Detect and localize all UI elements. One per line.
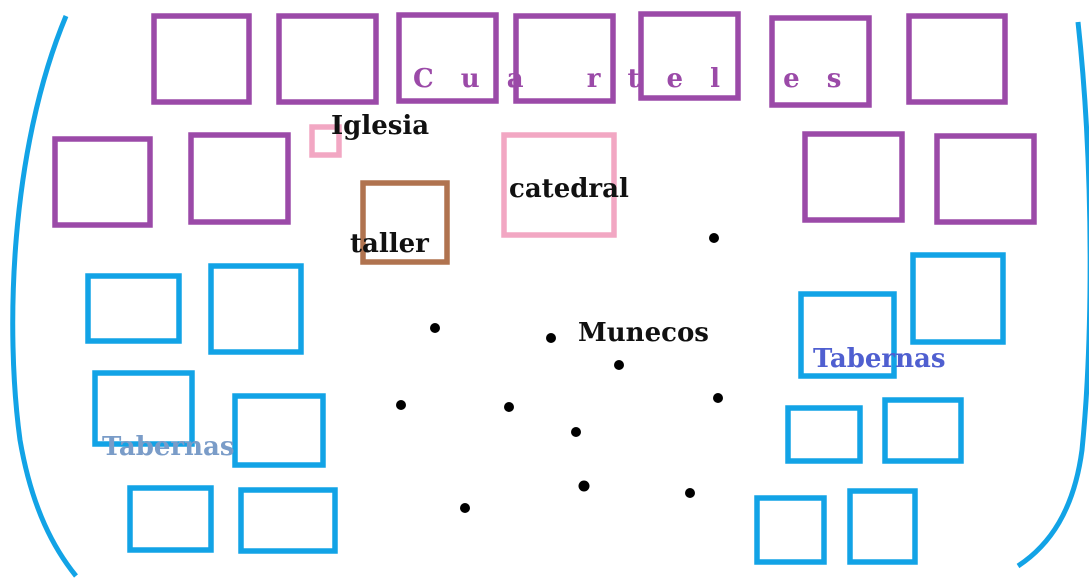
muneco-dot bbox=[614, 360, 624, 370]
taberna-box bbox=[882, 397, 964, 464]
left-boundary-curve bbox=[10, 15, 78, 578]
tabernas-right-label: Tabernas bbox=[813, 344, 946, 374]
tabernas-left-label: Tabernas bbox=[102, 432, 235, 462]
taberna-box bbox=[85, 273, 182, 344]
muneco-dot bbox=[713, 393, 723, 403]
cuartel-box bbox=[151, 13, 252, 105]
muneco-dot bbox=[571, 427, 581, 437]
catedral-box bbox=[501, 132, 617, 238]
muneco-dot bbox=[685, 488, 695, 498]
muneco-dot bbox=[709, 233, 719, 243]
muneco-dot bbox=[546, 333, 556, 343]
taberna-box bbox=[232, 393, 326, 468]
cuartel-box bbox=[769, 15, 872, 108]
taberna-box bbox=[208, 263, 304, 355]
muneco-dot bbox=[396, 400, 406, 410]
taberna-box bbox=[910, 252, 1006, 345]
taller-label: taller bbox=[350, 229, 429, 259]
iglesia-label: Iglesia bbox=[331, 111, 430, 141]
cuartel-box bbox=[396, 12, 499, 104]
tabernas-group bbox=[85, 252, 1006, 565]
cuartel-box bbox=[513, 13, 616, 104]
cuartel-box bbox=[52, 136, 153, 228]
cuartel-box bbox=[934, 133, 1037, 225]
cuartel-box bbox=[188, 132, 291, 225]
cuarteles-label: C u a r t e l e s bbox=[413, 64, 851, 94]
cuartel-box bbox=[802, 131, 905, 223]
taberna-box bbox=[798, 291, 897, 379]
taller-box bbox=[360, 180, 450, 265]
taberna-box bbox=[238, 487, 338, 554]
taberna-box bbox=[847, 488, 918, 565]
munecos-dots bbox=[396, 233, 723, 513]
right-boundary-curve bbox=[1016, 21, 1089, 569]
taberna-box bbox=[785, 405, 863, 464]
catedral-label: catedral bbox=[509, 174, 629, 204]
iglesia-box bbox=[309, 124, 342, 158]
cuartel-box bbox=[276, 13, 379, 105]
cuartel-box bbox=[906, 13, 1008, 105]
cuarteles-group bbox=[52, 11, 1037, 228]
taberna-box bbox=[754, 495, 827, 565]
muneco-dot bbox=[460, 503, 470, 513]
muneco-dot bbox=[578, 480, 590, 492]
munecos-label: Munecos bbox=[578, 318, 709, 348]
muneco-dot bbox=[430, 323, 440, 333]
taberna-box bbox=[127, 485, 214, 553]
cuartel-box bbox=[638, 11, 741, 101]
muneco-dot bbox=[504, 402, 514, 412]
taberna-box bbox=[92, 370, 195, 447]
